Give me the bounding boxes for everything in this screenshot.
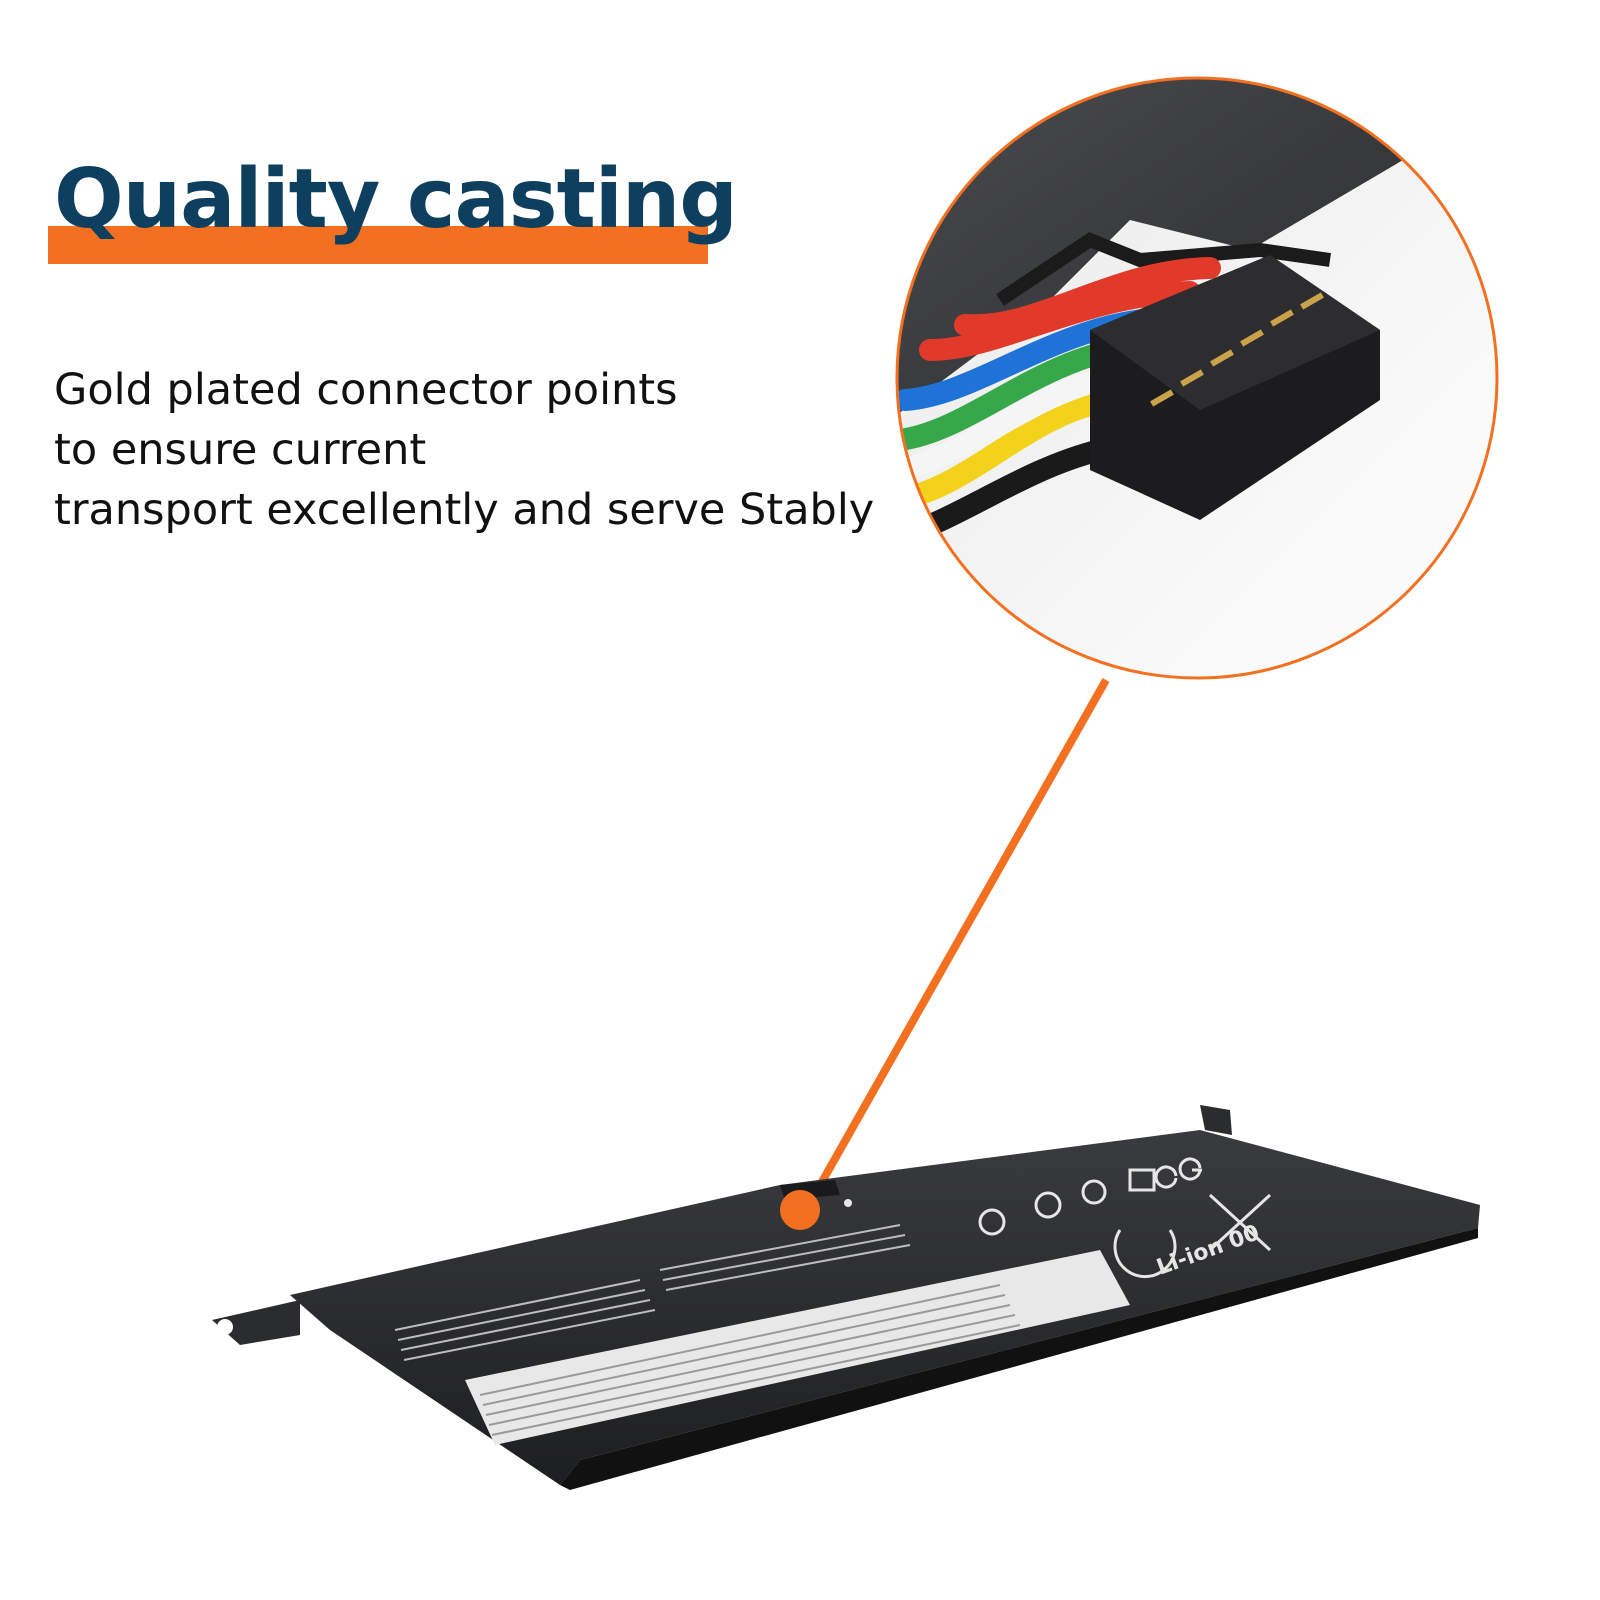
headline: Quality casting: [54, 152, 738, 247]
battery-pack: Li-ion 00: [212, 1105, 1480, 1490]
connector-zoom-circle: [895, 76, 1499, 680]
headline-block: Quality casting: [48, 150, 738, 270]
description-line-2: to ensure current: [54, 425, 427, 475]
description-line-1: Gold plated connector points: [54, 365, 678, 415]
description: Gold plated connector points to ensure c…: [54, 360, 934, 540]
callout-dot: [780, 1190, 820, 1230]
headline-underline: [48, 226, 708, 264]
description-line-3: transport excellently and serve Stably: [54, 485, 875, 535]
callout-line: [802, 678, 1110, 1212]
